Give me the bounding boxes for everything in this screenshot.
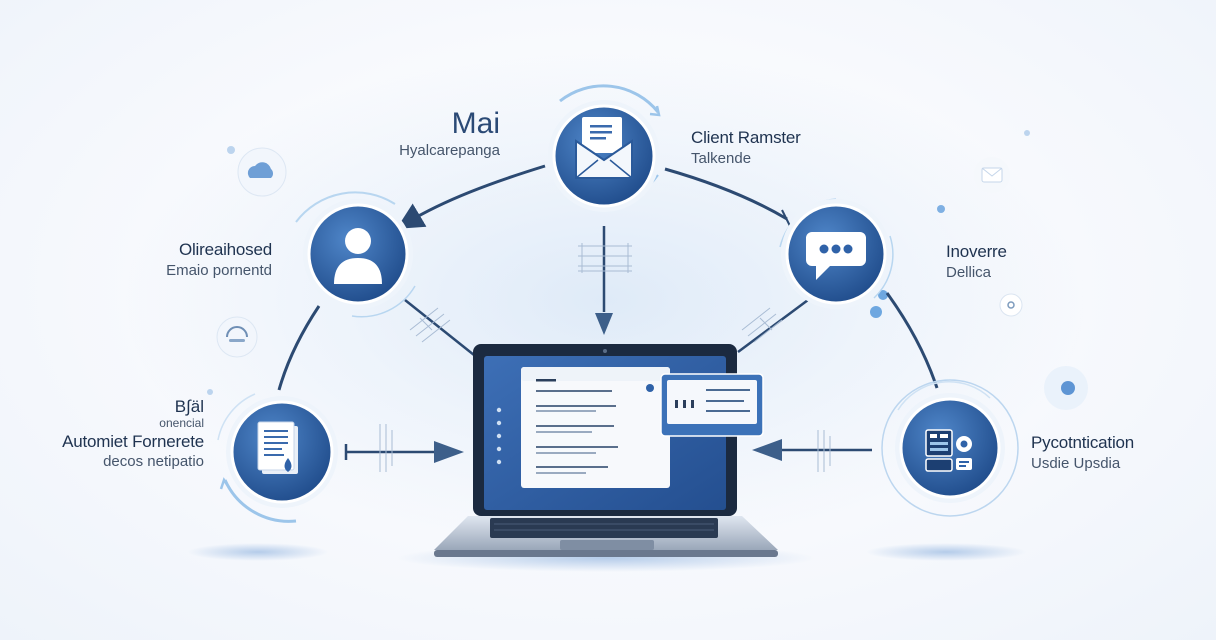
node-subtitle: Emaio pornentd (166, 262, 272, 279)
decorative-dot (870, 306, 882, 318)
sphere-badge-icon (1044, 366, 1088, 410)
node-label-document: B∫äl onencial Automiet Fornerete decos n… (40, 397, 204, 471)
node-subtitle: Hyalcarepanga (399, 142, 500, 159)
decorative-dot (207, 389, 213, 395)
ring-badge-icon (999, 293, 1023, 317)
node-label-dashboard: Pycotntication Usdie Upsdia (1031, 433, 1134, 472)
floor-shadow-left (188, 543, 328, 561)
screen-popup-card (660, 373, 764, 437)
node-label-chat: Inoverre Dellica (946, 242, 1007, 281)
decorative-dot (227, 146, 235, 154)
screen-sidebar-dots (496, 407, 502, 465)
node-document[interactable] (226, 396, 338, 508)
node-title: Pycotntication (1031, 433, 1135, 452)
floor-shadow-right (866, 543, 1026, 561)
connector-tick (781, 209, 791, 227)
chat-bubble-icon (806, 232, 866, 280)
node-chat[interactable] (781, 199, 891, 309)
node-title-top: B∫äl (174, 397, 204, 416)
node-title: Mai (451, 107, 500, 140)
arrow-head-icon (434, 441, 464, 463)
arrow-pin-icon (595, 313, 613, 335)
connector-decoration (379, 243, 831, 472)
node-dashboard[interactable] (895, 393, 1005, 503)
connector-arc-profile-to-document (277, 305, 321, 391)
connector-arc-mail-to-profile (396, 164, 546, 229)
node-subtitle: decos netipatio (103, 453, 204, 470)
node-label-profile: Olireaihosed Emaio pornentd (150, 240, 272, 279)
node-title: Inoverre (946, 242, 1007, 261)
node-label-mail: Mai Hyalcarepanga (392, 107, 500, 160)
node-title-small: onencial (159, 416, 204, 430)
decorative-dot (1024, 130, 1030, 136)
laptop-keyboard (490, 518, 718, 538)
envelope-badge-icon (974, 157, 1010, 193)
envelope-icon (575, 117, 633, 179)
arrow-head-icon (752, 439, 782, 461)
screen-document-window (521, 367, 670, 488)
laptop-icon (434, 344, 778, 557)
node-mail[interactable] (548, 100, 660, 212)
connector-arc-chat-to-dashboard (885, 292, 939, 389)
cloud-badge-icon (237, 147, 287, 197)
user-icon (334, 228, 382, 284)
node-label-client: Client Ramster Talkende (691, 128, 801, 167)
info-badge-icon (216, 316, 258, 358)
connector-chat-to-laptop (737, 298, 809, 354)
node-title: Automiet Fornerete (62, 432, 204, 451)
dashboard-icon (925, 429, 972, 472)
connector-profile-to-laptop (404, 299, 475, 356)
connector-arc-client-to-chat (664, 167, 788, 221)
decorative-dot (937, 205, 945, 213)
document-icon (257, 421, 298, 474)
node-title: Client Ramster (691, 128, 801, 147)
node-profile[interactable] (303, 199, 413, 309)
node-subtitle: Usdie Upsdia (1031, 455, 1121, 472)
node-subtitle: Talkende (691, 150, 752, 167)
decorative-dot (878, 290, 888, 300)
node-title: Olireaihosed (178, 240, 272, 259)
laptop-trackpad (560, 540, 654, 550)
node-subtitle: Dellica (946, 264, 992, 281)
